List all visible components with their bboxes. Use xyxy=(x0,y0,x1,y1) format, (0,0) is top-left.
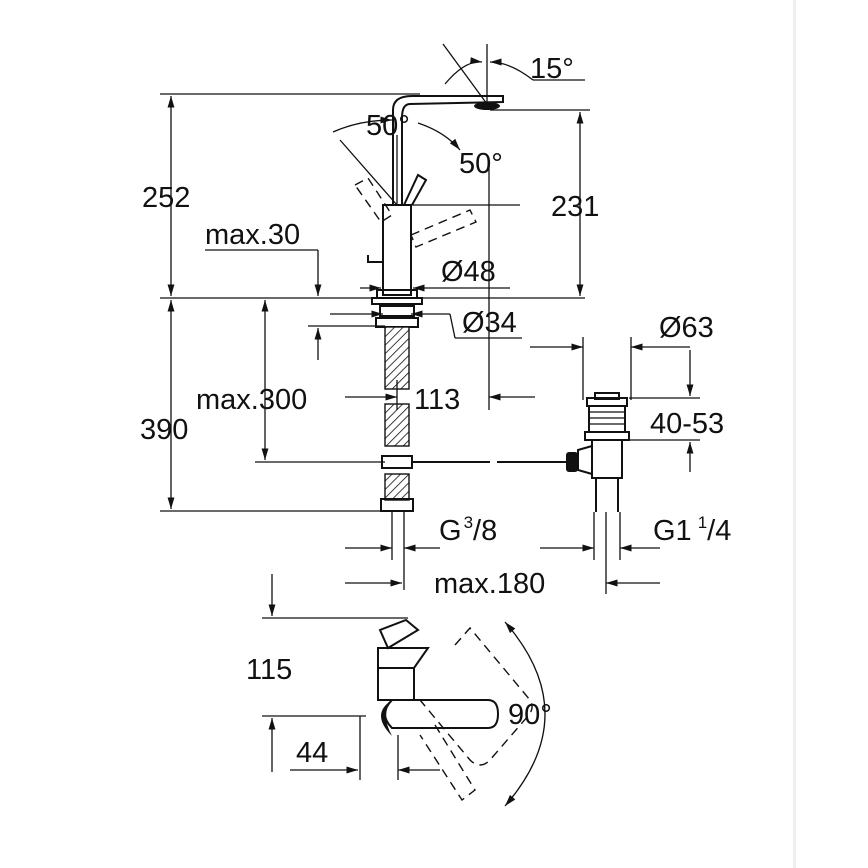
label-max-below: max.300 xyxy=(196,384,307,416)
label-plan-angle: 90° xyxy=(508,699,552,731)
rod-clamp xyxy=(381,455,413,469)
label-depth-below: 390 xyxy=(140,414,188,446)
label-waste-main: G1 xyxy=(653,515,692,547)
label-height-total: 252 xyxy=(142,182,190,214)
label-reach-waste: 113 xyxy=(414,384,460,416)
lever-plan-rotated-2 xyxy=(419,724,476,802)
label-max-deck: max.30 xyxy=(205,219,300,251)
page-border-line xyxy=(793,0,796,868)
spout-outlet xyxy=(474,102,500,110)
body-plan-top xyxy=(377,647,430,669)
pop-up-rod xyxy=(367,255,383,263)
lever-plan-pivot xyxy=(381,700,392,736)
label-connector-den: /8 xyxy=(473,515,497,547)
label-angle-spout: 15° xyxy=(530,53,574,85)
label-max-waste: max.180 xyxy=(434,568,545,600)
hose-lower xyxy=(384,473,410,501)
washer xyxy=(379,305,415,317)
lever-left-position xyxy=(353,177,393,223)
lever xyxy=(403,173,428,206)
waste-nut xyxy=(584,431,630,441)
label-angle-lever-left: 50° xyxy=(366,110,410,142)
faucet-plan-view xyxy=(262,574,546,807)
label-plan-reach: 115 xyxy=(246,654,292,686)
hose-upper xyxy=(384,326,410,390)
hose-middle xyxy=(384,403,410,447)
lever-right-position xyxy=(410,209,477,248)
dimension-lines xyxy=(160,43,700,594)
label-height-spout: 231 xyxy=(551,191,599,223)
dimension-labels: 15° 50° 50° 252 231 max.30 Ø48 Ø34 Ø63 m… xyxy=(140,53,731,769)
mounting-plate xyxy=(371,297,423,305)
label-waste-connector: G1 1/4 xyxy=(653,513,731,547)
label-connector-num: 3 xyxy=(464,513,473,532)
body-plan xyxy=(377,667,415,701)
faucet-side-view xyxy=(160,93,590,512)
waste-plug xyxy=(594,392,620,400)
label-connector-main: G xyxy=(439,515,462,547)
label-plan-offset: 44 xyxy=(296,737,328,769)
spout-plan xyxy=(378,618,420,650)
lever-plan-rotated xyxy=(419,626,533,766)
label-waste-den: /4 xyxy=(707,515,731,547)
label-waste-num: 1 xyxy=(698,513,707,532)
waste-assembly xyxy=(577,392,630,512)
spout xyxy=(392,95,504,205)
waste-lower-body xyxy=(591,439,623,479)
label-dia-waste: Ø63 xyxy=(659,312,714,344)
label-angle-lever-right: 50° xyxy=(459,148,503,180)
lever-plan xyxy=(384,699,500,729)
label-dia-body: Ø48 xyxy=(441,256,496,288)
label-dia-hole: Ø34 xyxy=(462,307,517,339)
label-waste-range: 40-53 xyxy=(650,408,724,440)
linkage-nut xyxy=(566,452,578,472)
hose-connector xyxy=(380,498,414,512)
waste-body xyxy=(588,405,626,433)
waste-side-port xyxy=(577,444,593,476)
